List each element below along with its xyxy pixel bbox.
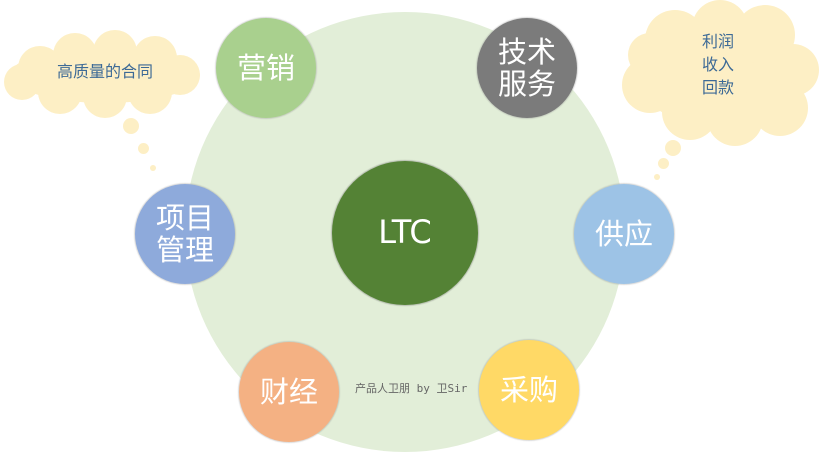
- node-label: 管理: [155, 233, 214, 267]
- node-supply: 供应: [574, 184, 674, 284]
- left-thought-cloud: [4, 30, 200, 118]
- node-project-management: 项目 管理: [135, 184, 235, 284]
- node-marketing: 营销: [216, 18, 316, 118]
- node-label: 财经: [259, 374, 318, 409]
- node-label: 项目: [155, 200, 214, 235]
- thought-bubble: [658, 158, 669, 169]
- thought-bubble: [150, 165, 156, 171]
- thought-bubble: [123, 118, 139, 134]
- ltc-center-node: LTC: [332, 161, 478, 305]
- node-label: 供应: [594, 216, 653, 251]
- cloud-line: 高质量的合同: [56, 62, 153, 81]
- node-label: 采购: [499, 372, 558, 407]
- cloud-line: 回款: [701, 78, 734, 98]
- node-procurement: 采购: [479, 340, 579, 440]
- cloud-line: 收入: [701, 55, 734, 75]
- node-label: 服务: [497, 67, 556, 101]
- node-finance: 财经: [239, 342, 339, 442]
- node-label: 技术: [497, 34, 556, 69]
- thought-bubble: [665, 140, 681, 156]
- cloud-line: 利润: [701, 32, 734, 51]
- credit-watermark: 产品人卫朋 by 卫Sir: [355, 382, 468, 395]
- right-cloud-text: 利润 收入 回款: [683, 30, 753, 100]
- right-thought-cloud: [622, 0, 819, 146]
- thought-bubble: [654, 174, 660, 180]
- left-cloud-text: 高质量的合同: [45, 60, 165, 83]
- node-label: 营销: [236, 50, 295, 85]
- ltc-label: LTC: [378, 213, 432, 252]
- thought-bubble: [138, 143, 149, 154]
- node-tech-service: 技术 服务: [477, 18, 577, 118]
